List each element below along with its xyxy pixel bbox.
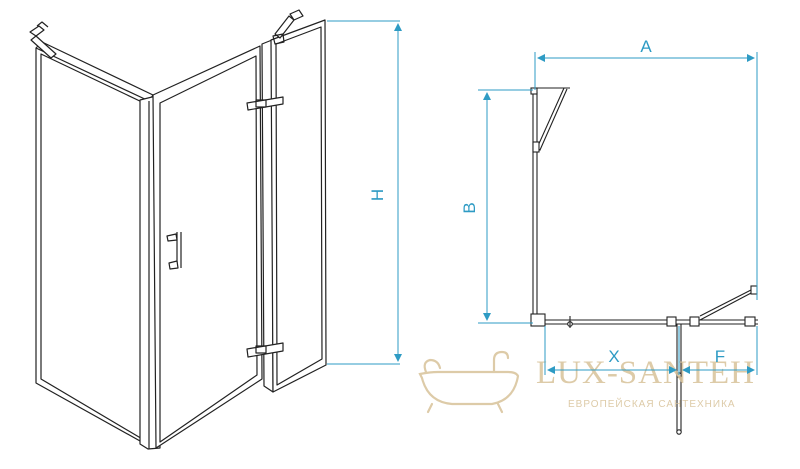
fixed-panel-label: F [715,347,725,366]
door-panel [153,46,262,448]
depth-label: B [460,202,479,213]
door-opening-label: X [608,347,619,366]
width-dimension [535,52,757,300]
height-label: H [368,189,387,201]
perspective-view [30,10,326,449]
side-panel [36,42,153,446]
depth-dimension [478,90,533,323]
watermark-logo: LUX-SANTEH ЕВРОПЕЙСКАЯ САНТЕХНИКА [420,352,755,412]
bathtub-icon [420,352,518,412]
watermark-tagline: ЕВРОПЕЙСКАЯ САНТЕХНИКА [568,397,736,410]
fixed-panel [262,20,326,392]
height-dimension [327,21,400,364]
width-label: A [640,37,652,56]
